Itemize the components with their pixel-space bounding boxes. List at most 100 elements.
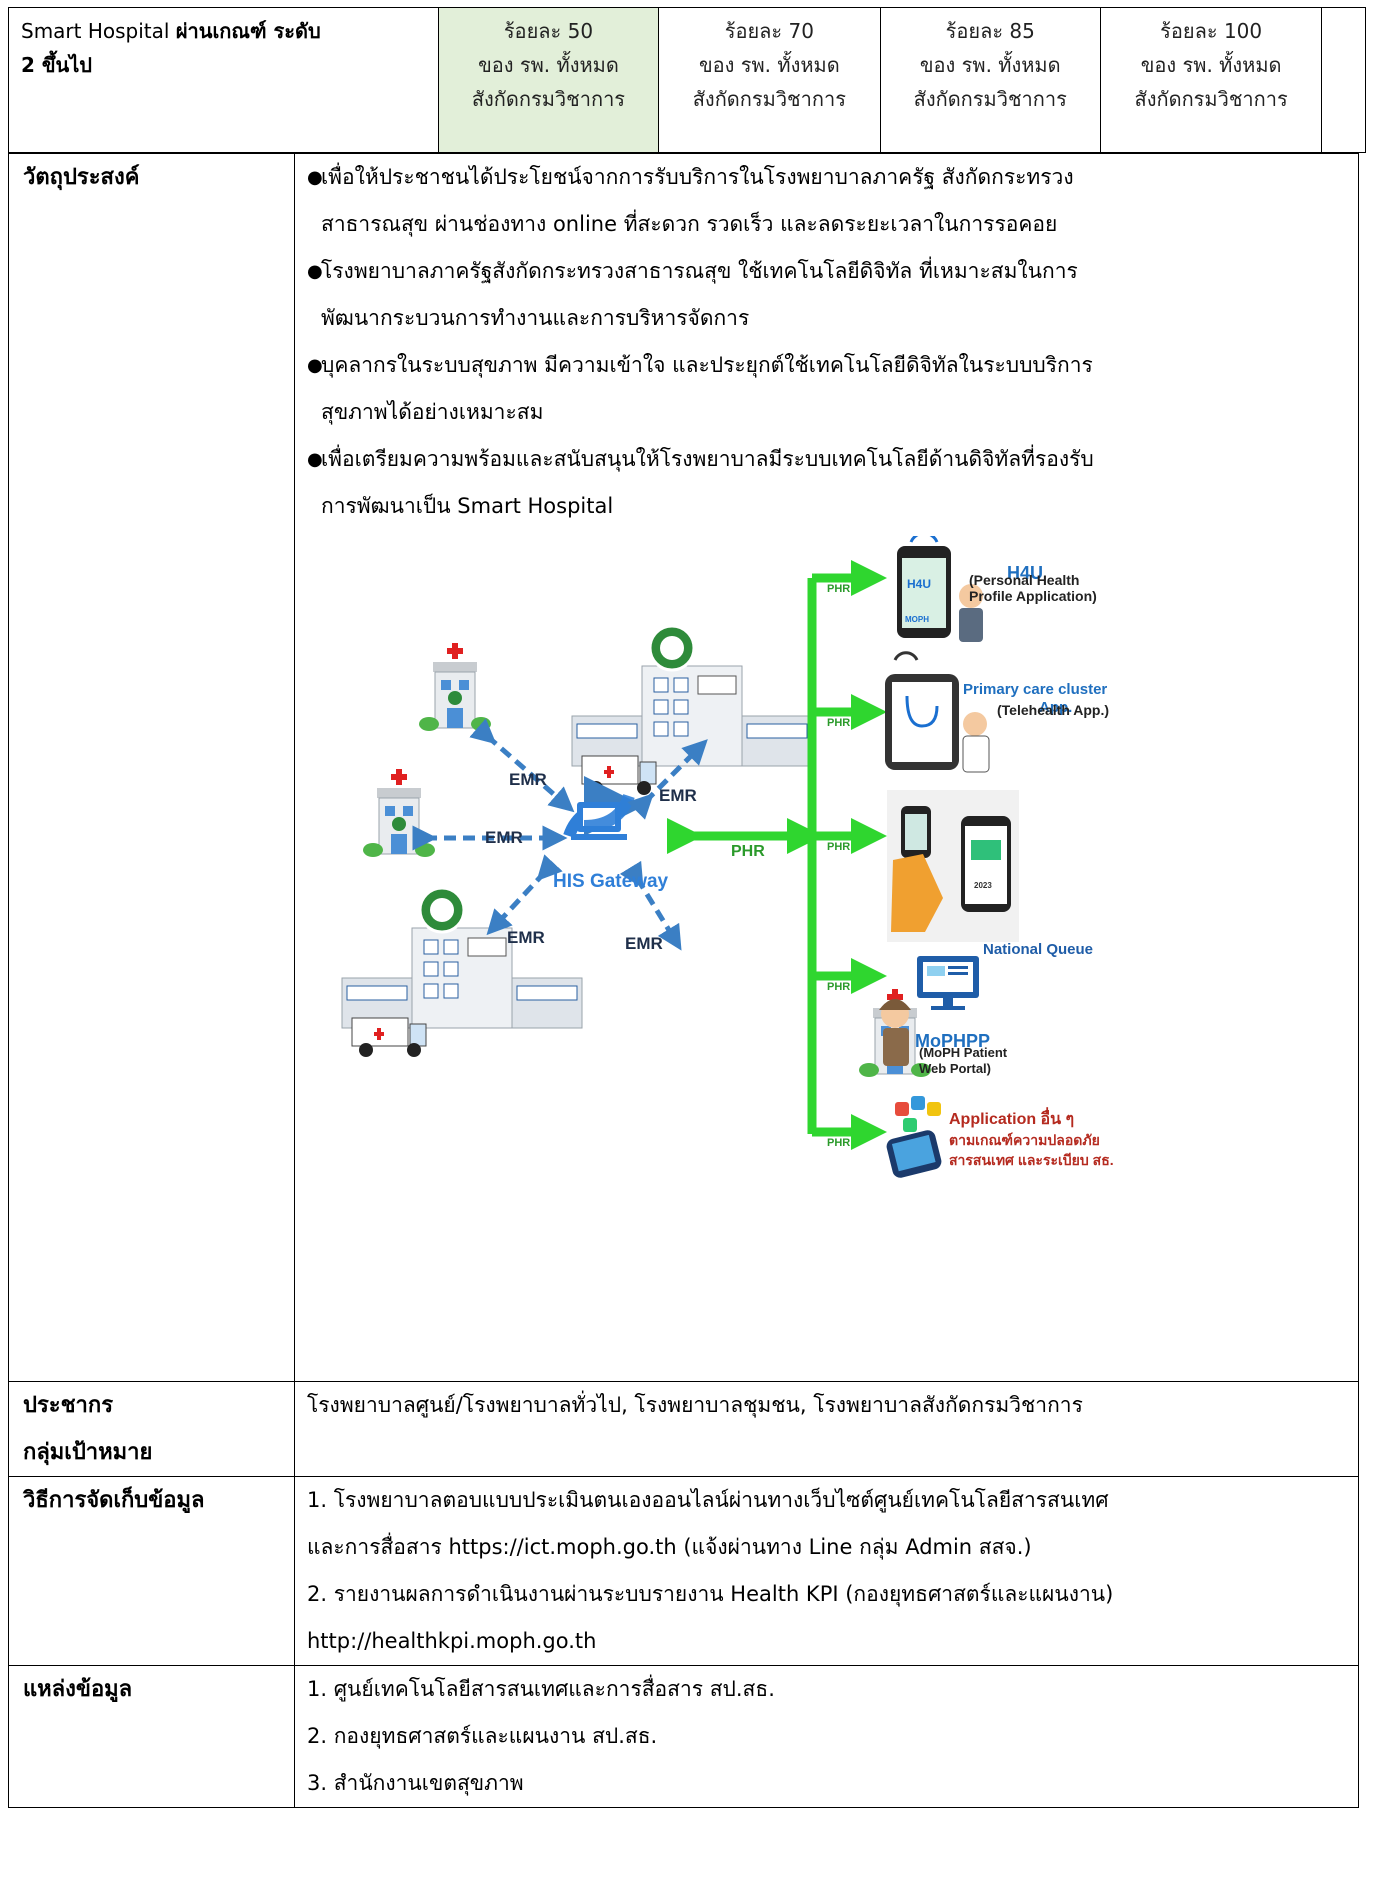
objective-bullet-line2: พัฒนากระบวนการทำงานและการบริหารจัดการ bbox=[321, 306, 750, 330]
other-apps-line3: สารสนเทศ และระเบียบ สธ. bbox=[949, 1152, 1114, 1168]
criteria-header-bold: ผ่านเกณฑ์ ระดับ bbox=[175, 19, 321, 43]
bullet-icon: ● bbox=[307, 355, 323, 376]
other-apps-icon bbox=[886, 1096, 942, 1178]
source-line: 1. ศูนย์เทคโนโลยีสารสนเทศและการสื่อสาร ส… bbox=[307, 1677, 775, 1701]
criteria-table: Smart Hospital ผ่านเกณฑ์ ระดับ 2 ขึ้นไป … bbox=[8, 7, 1366, 153]
primary-care-title: Primary care cluster bbox=[963, 681, 1108, 698]
level-cell-100: ร้อยละ 100 ของ รพ. ทั้งหมด สังกัดกรมวิชา… bbox=[1099, 7, 1323, 153]
level-cell-85: ร้อยละ 85 ของ รพ. ทั้งหมด สังกัดกรมวิชาก… bbox=[879, 7, 1101, 153]
level-pct: ร้อยละ 85 bbox=[945, 19, 1035, 43]
phr-label: PHR bbox=[827, 1137, 851, 1149]
level-scope: ของ รพ. ทั้งหมด bbox=[919, 53, 1061, 77]
emr-label: EMR bbox=[507, 928, 545, 947]
objective-bullet: ● เพื่อเตรียมความพร้อมและสนับสนุนให้โรงพ… bbox=[307, 436, 1348, 483]
primary-care-title-2: App. bbox=[1039, 699, 1073, 716]
population-label-line2: กลุ่มเป้าหมาย bbox=[23, 1440, 153, 1465]
criteria-header-cell: Smart Hospital ผ่านเกณฑ์ ระดับ 2 ขึ้นไป bbox=[8, 7, 439, 153]
mophpp-title: MoPHPP bbox=[915, 1031, 991, 1051]
emr-arrows bbox=[412, 718, 708, 951]
his-gateway-label: HIS Gateway bbox=[553, 871, 669, 892]
bullet-icon: ● bbox=[307, 167, 323, 188]
objective-bullet-line1: บุคลากรในระบบสุขภาพ มีความเข้าใจ และประย… bbox=[321, 353, 1093, 377]
source-line: 3. สำนักงานเขตสุขภาพ bbox=[307, 1771, 524, 1795]
level-pct: ร้อยละ 50 bbox=[503, 19, 594, 43]
level-dept: สังกัดกรมวิชาการ bbox=[692, 87, 846, 111]
level-pct: ร้อยละ 70 bbox=[724, 19, 814, 43]
emr-label: EMR bbox=[625, 934, 663, 953]
method-body: 1. โรงพยาบาลตอบแบบประเมินตนเองออนไลน์ผ่า… bbox=[294, 1476, 1359, 1666]
objective-bullet-line2: สุขภาพได้อย่างเหมาะสม bbox=[321, 400, 544, 424]
objective-bullet-line1: โรงพยาบาลภาครัฐสังกัดกระทรวงสาธารณสุข ใช… bbox=[321, 259, 1078, 283]
h4u-subtitle-2: Profile Application) bbox=[969, 588, 1097, 604]
h4u-title: H4U bbox=[1007, 563, 1044, 583]
criteria-header-line2: 2 ขึ้นไป bbox=[21, 53, 92, 77]
large-hospital-icon bbox=[570, 624, 814, 797]
large-hospital-icon bbox=[340, 886, 584, 1059]
other-apps-line1: Application อื่น ๆ bbox=[949, 1111, 1075, 1128]
level-dept: สังกัดกรมวิชาการ bbox=[1134, 87, 1288, 111]
method-label: วิธีการจัดเก็บข้อมูล bbox=[8, 1476, 295, 1666]
bullet-icon: ● bbox=[307, 449, 323, 470]
other-apps-line2: ตามเกณฑ์ความปลอดภัย bbox=[949, 1132, 1100, 1148]
objective-bullet: ● เพื่อให้ประชาชนได้ประโยชน์จากการรับบริ… bbox=[307, 154, 1348, 201]
objective-bullet-line1: เพื่อเตรียมความพร้อมและสนับสนุนให้โรงพยา… bbox=[321, 447, 1094, 471]
level-dept: สังกัดกรมวิชาการ bbox=[471, 87, 626, 111]
telehealth-tablet-icon bbox=[885, 651, 990, 773]
population-label: ประชากร กลุ่มเป้าหมาย bbox=[8, 1381, 295, 1477]
diagram-graphics: H4U MOPH bbox=[340, 536, 1019, 1178]
level-scope: ของ รพ. ทั้งหมด bbox=[1140, 53, 1282, 77]
objective-bullet: ● โรงพยาบาลภาครัฐสังกัดกระทรวงสาธารณสุข … bbox=[307, 248, 1348, 295]
hospital-icon bbox=[362, 768, 436, 858]
h4u-screen-label2: MOPH bbox=[905, 615, 929, 624]
h4u-subtitle-1: (Personal Health bbox=[969, 572, 1080, 588]
source-row: แหล่งข้อมูล 1. ศูนย์เทคโนโลยีสารสนเทศและ… bbox=[8, 1665, 1359, 1808]
method-line: 1. โรงพยาบาลตอบแบบประเมินตนเองออนไลน์ผ่า… bbox=[307, 1488, 1109, 1512]
population-label-line1: ประชากร bbox=[23, 1393, 114, 1418]
population-text: โรงพยาบาลศูนย์/โรงพยาบาลทั่วไป, โรงพยาบา… bbox=[294, 1381, 1359, 1477]
level-dept: สังกัดกรมวิชาการ bbox=[913, 87, 1067, 111]
source-line: 2. กองยุทธศาสตร์และแผนงาน สป.สธ. bbox=[307, 1724, 658, 1748]
level-pct: ร้อยละ 100 bbox=[1160, 19, 1263, 43]
phr-label: PHR bbox=[827, 841, 851, 853]
his-gateway-icon bbox=[563, 776, 644, 840]
emr-label: EMR bbox=[659, 786, 697, 805]
objective-body: ● เพื่อให้ประชาชนได้ประโยชน์จากการรับบริ… bbox=[294, 153, 1359, 1382]
phr-label: PHR bbox=[827, 583, 851, 595]
method-line: และการสื่อสาร https://ict.moph.go.th (แจ… bbox=[307, 1535, 1032, 1559]
his-gateway-diagram: H4U MOPH bbox=[307, 536, 1357, 1296]
h4u-phone-icon bbox=[897, 536, 983, 642]
level-scope: ของ รพ. ทั้งหมด bbox=[698, 53, 840, 77]
method-line: 2. รายงานผลการดำเนินงานผ่านระบบรายงาน He… bbox=[307, 1582, 1114, 1606]
objective-bullet-line2: การพัฒนาเป็น Smart Hospital bbox=[321, 494, 614, 518]
objective-label: วัตถุประสงค์ bbox=[8, 153, 295, 1382]
mophpp-subtitle-1: (MoPH Patient bbox=[919, 1045, 1008, 1060]
national-queue-icon bbox=[887, 790, 1019, 942]
phr-label: PHR bbox=[731, 843, 765, 860]
phr-arrows bbox=[667, 560, 887, 1150]
primary-care-subtitle: (Telehealth App.) bbox=[997, 702, 1109, 718]
criteria-header-normal: Smart Hospital bbox=[21, 19, 176, 43]
objective-bullet-line2: สาธารณสุข ผ่านช่องทาง online ที่สะดวก รว… bbox=[321, 212, 1058, 236]
objective-bullet-line1: เพื่อให้ประชาชนได้ประโยชน์จากการรับบริกา… bbox=[321, 165, 1074, 189]
h4u-screen-label: H4U bbox=[907, 577, 931, 591]
level-scope: ของ รพ. ทั้งหมด bbox=[478, 53, 619, 77]
source-body: 1. ศูนย์เทคโนโลยีสารสนเทศและการสื่อสาร ส… bbox=[294, 1665, 1359, 1808]
source-label: แหล่งข้อมูล bbox=[8, 1665, 295, 1808]
mophpp-subtitle-2: Web Portal) bbox=[919, 1061, 991, 1076]
emr-label: EMR bbox=[485, 828, 523, 847]
phr-label: PHR bbox=[827, 717, 851, 729]
objective-bullet: ● บุคลากรในระบบสุขภาพ มีความเข้าใจ และปร… bbox=[307, 342, 1348, 389]
hospital-icon bbox=[418, 642, 492, 732]
population-row: ประชากร กลุ่มเป้าหมาย โรงพยาบาลศูนย์/โรง… bbox=[8, 1381, 1359, 1477]
national-queue-title: National Queue bbox=[983, 941, 1094, 958]
objective-row: วัตถุประสงค์ ● เพื่อให้ประชาชนได้ประโยชน… bbox=[8, 153, 1359, 1382]
emr-label: EMR bbox=[509, 770, 547, 789]
level-cell-50: ร้อยละ 50 ของ รพ. ทั้งหมด สังกัดกรมวิชาก… bbox=[437, 7, 660, 153]
indicator-table: วัตถุประสงค์ ● เพื่อให้ประชาชนได้ประโยชน… bbox=[8, 153, 1359, 1808]
queue-year: 2023 bbox=[974, 881, 992, 890]
bullet-icon: ● bbox=[307, 261, 323, 282]
mophpp-monitor-icon bbox=[879, 956, 979, 1066]
phr-label: PHR bbox=[827, 981, 851, 993]
method-row: วิธีการจัดเก็บข้อมูล 1. โรงพยาบาลตอบแบบป… bbox=[8, 1476, 1359, 1666]
method-line: http://healthkpi.moph.go.th bbox=[307, 1629, 597, 1653]
